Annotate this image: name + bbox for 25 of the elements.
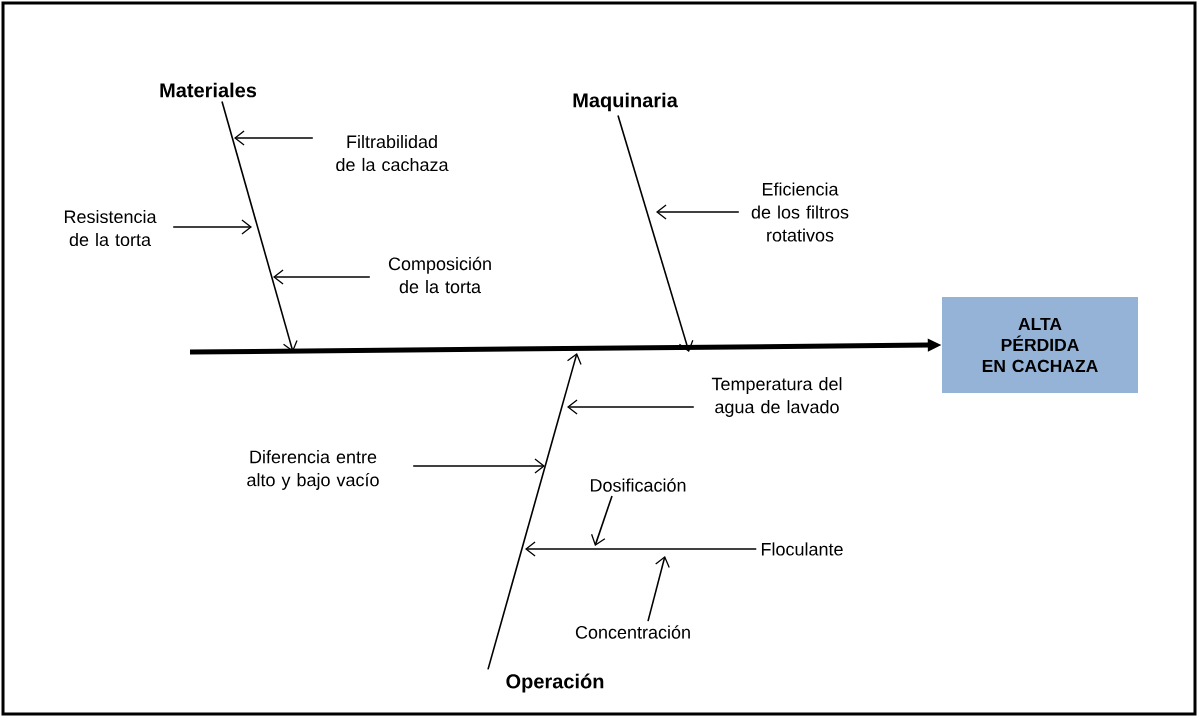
cause-label: Resistencia de la torta (64, 209, 157, 247)
arrow (567, 399, 695, 415)
cause-label: Eficiencia de los filtros rotativos (751, 182, 849, 242)
category-label: Maquinaria (573, 92, 678, 112)
cause-label: Diferencia entre alto y bajo vacío (247, 450, 379, 490)
category-label: Operación (506, 673, 604, 693)
arrow (617, 114, 694, 352)
arrow (525, 541, 758, 557)
arrow (172, 219, 252, 235)
arrow (221, 100, 298, 352)
cause-label: Filtrabilidad de la cachaza (336, 134, 449, 172)
arrow (273, 269, 371, 285)
arrow (487, 353, 582, 671)
arrow (647, 556, 670, 622)
category-label: Materiales (160, 82, 257, 98)
arrow (656, 204, 740, 220)
cause-label: Concentración (575, 625, 690, 639)
arrow (590, 495, 613, 546)
cause-label: Dosificación (590, 478, 686, 492)
arrow (234, 130, 314, 146)
cause-label: Composición de la torta (388, 256, 491, 294)
effect-box: ALTA PÉRDIDA EN CACHAZA (942, 297, 1138, 393)
arrow (412, 458, 545, 474)
cause-label: Floculante (761, 542, 843, 556)
cause-label: Temperatura del agua de lavado (711, 377, 842, 417)
